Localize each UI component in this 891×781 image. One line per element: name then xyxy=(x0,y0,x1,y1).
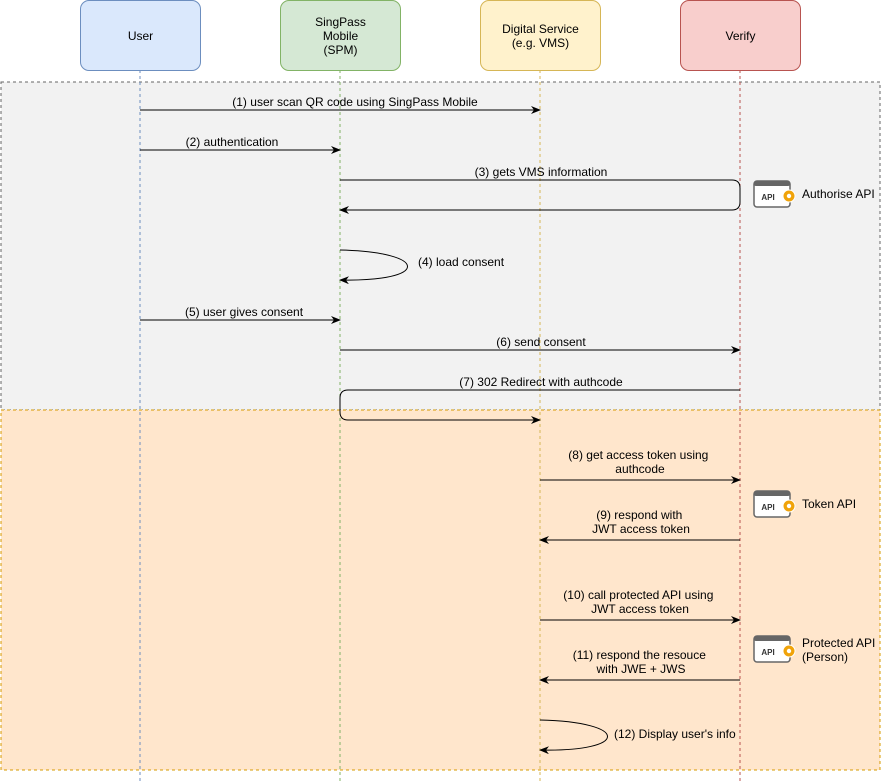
message-10-label-line-2: JWT access token xyxy=(591,602,689,616)
message-1-label: (1) user scan QR code using SingPass Mob… xyxy=(232,95,478,109)
message-12-arrow xyxy=(539,719,608,755)
message-10-label-line-1: (10) call protected API using xyxy=(563,588,713,602)
token-api-badge-text: API xyxy=(761,503,774,512)
authorise-api-icon: API xyxy=(753,180,796,208)
message-2-label: (2) authentication xyxy=(186,135,279,149)
token-api-icon: API xyxy=(753,490,796,518)
message-9-label-line-2: JWT access token xyxy=(592,522,690,536)
message-9-label: (9) respond with JWT access token xyxy=(592,508,690,536)
authorise-api-label: Authorise API xyxy=(802,187,875,201)
message-7-label: (7) 302 Redirect with authcode xyxy=(459,375,623,389)
message-11-label-line-2: with JWE + JWS xyxy=(595,662,685,676)
message-4-arrow xyxy=(339,249,408,285)
participant-digital-service: Digital Service (e.g. VMS) xyxy=(480,0,601,71)
participant-singpass-mobile: SingPass Mobile (SPM) xyxy=(280,0,401,71)
message-10-label: (10) call protected API using JWT access… xyxy=(563,588,716,616)
authorise-api-badge-text: API xyxy=(761,193,774,202)
protected-api-icon: API xyxy=(753,635,796,663)
message-12-label: (12) Display user's info xyxy=(614,727,736,741)
message-8-label-line-2: authcode xyxy=(615,462,665,476)
message-6-label: (6) send consent xyxy=(496,335,586,349)
protected-api-badge-text: API xyxy=(761,648,774,657)
message-11-label: (11) respond the resouce with JWE + JWS xyxy=(573,648,710,676)
message-9-label-line-1: (9) respond with xyxy=(596,508,682,522)
message-11-label-line-1: (11) respond the resouce xyxy=(573,648,707,662)
message-7-arrow xyxy=(339,389,740,424)
participant-user: User xyxy=(80,0,201,71)
message-3-arrow xyxy=(339,179,741,214)
message-8-label: (8) get access token using authcode xyxy=(568,448,711,476)
token-api-label: Token API xyxy=(802,497,857,511)
message-8-label-line-1: (8) get access token using xyxy=(568,448,708,462)
phase-2-region xyxy=(0,409,881,771)
message-5-label: (5) user gives consent xyxy=(185,305,304,319)
protected-api-label: Protected API (Person) xyxy=(802,636,876,664)
phase-1-region xyxy=(0,81,881,411)
message-4-label: (4) load consent xyxy=(418,255,505,269)
participant-verify: Verify xyxy=(680,0,801,71)
message-3-label: (3) gets VMS information xyxy=(475,165,608,179)
